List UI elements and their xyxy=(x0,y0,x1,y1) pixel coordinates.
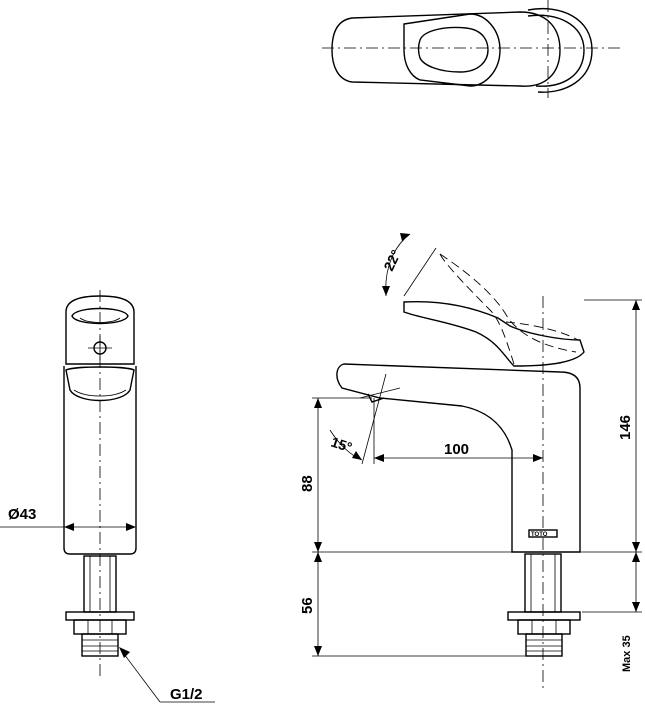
side-view-aerator xyxy=(367,393,385,403)
top-view-base-outer xyxy=(527,8,593,93)
dim-max-thickness-arrow-bottom xyxy=(632,602,640,612)
side-view-lever xyxy=(403,300,585,367)
dim-lever-angle-ray xyxy=(403,247,437,297)
front-view-cap-inner xyxy=(79,317,121,323)
side-view-aerator-edge xyxy=(359,387,401,399)
dim-height-spout-label: 88 xyxy=(299,475,316,492)
side-view-lever-raised-lower xyxy=(439,253,515,365)
top-view-lever-body xyxy=(331,11,561,87)
dim-height-total-arrow-top xyxy=(632,300,640,310)
dim-thread-arrow xyxy=(119,647,130,658)
dim-thread-leader xyxy=(120,649,161,703)
front-view: Ø43 G1/2 xyxy=(0,290,215,703)
dim-spout-angle-label: 15° xyxy=(329,434,354,456)
top-view-handle xyxy=(403,13,501,87)
dim-diameter-arrow-left xyxy=(64,523,74,531)
side-view-logo-plate xyxy=(528,529,558,538)
front-view-lever-edge xyxy=(73,389,127,397)
side-view: TOTO 146 88 xyxy=(299,233,642,690)
top-view-base-inner xyxy=(527,14,585,87)
dim-reach-arrow-right xyxy=(533,454,543,462)
dim-spout-angle-arrow xyxy=(352,451,362,460)
side-view-washer xyxy=(507,611,581,621)
dim-shank-label: 56 xyxy=(299,597,316,614)
dim-thread-label: G1/2 xyxy=(170,686,203,703)
dim-spout-angle-ray xyxy=(361,373,387,465)
dim-max-thickness-label: Max 35 xyxy=(621,635,633,672)
dim-reach-arrow-left xyxy=(374,454,384,462)
top-view-handle-opening xyxy=(417,26,489,73)
front-view-thread xyxy=(81,633,119,657)
side-view-lever-raised-link xyxy=(505,321,579,341)
side-view-nut xyxy=(517,619,571,635)
dim-diameter-arrow-right xyxy=(126,523,136,531)
dim-max-thickness-arrow-top xyxy=(632,552,640,562)
dim-shank-arrow-bottom xyxy=(314,646,322,656)
dim-lever-angle-arrow-top xyxy=(400,233,410,241)
dim-lever-angle-arrow-bottom xyxy=(382,286,390,296)
front-view-body xyxy=(63,366,137,555)
dim-diameter-label: Ø43 xyxy=(8,506,36,523)
front-view-cap-top-ellipse xyxy=(71,307,129,325)
dim-height-spout-arrow-top xyxy=(314,398,322,408)
dim-lever-angle-label: 22° xyxy=(380,247,404,273)
front-view-cap xyxy=(65,295,135,365)
side-view-lever-raised-upper xyxy=(439,253,577,353)
side-view-logo-text: TOTO xyxy=(531,532,548,538)
side-view-thread xyxy=(525,633,563,657)
dim-height-total-arrow-bottom xyxy=(632,542,640,552)
dim-height-spout-arrow-bottom xyxy=(314,542,322,552)
dim-reach-label: 100 xyxy=(444,441,469,458)
dim-shank-arrow-top xyxy=(314,552,322,562)
side-view-body xyxy=(336,363,581,553)
front-view-lever xyxy=(65,366,135,402)
dim-height-total-label: 146 xyxy=(617,415,634,440)
top-view xyxy=(322,0,622,98)
